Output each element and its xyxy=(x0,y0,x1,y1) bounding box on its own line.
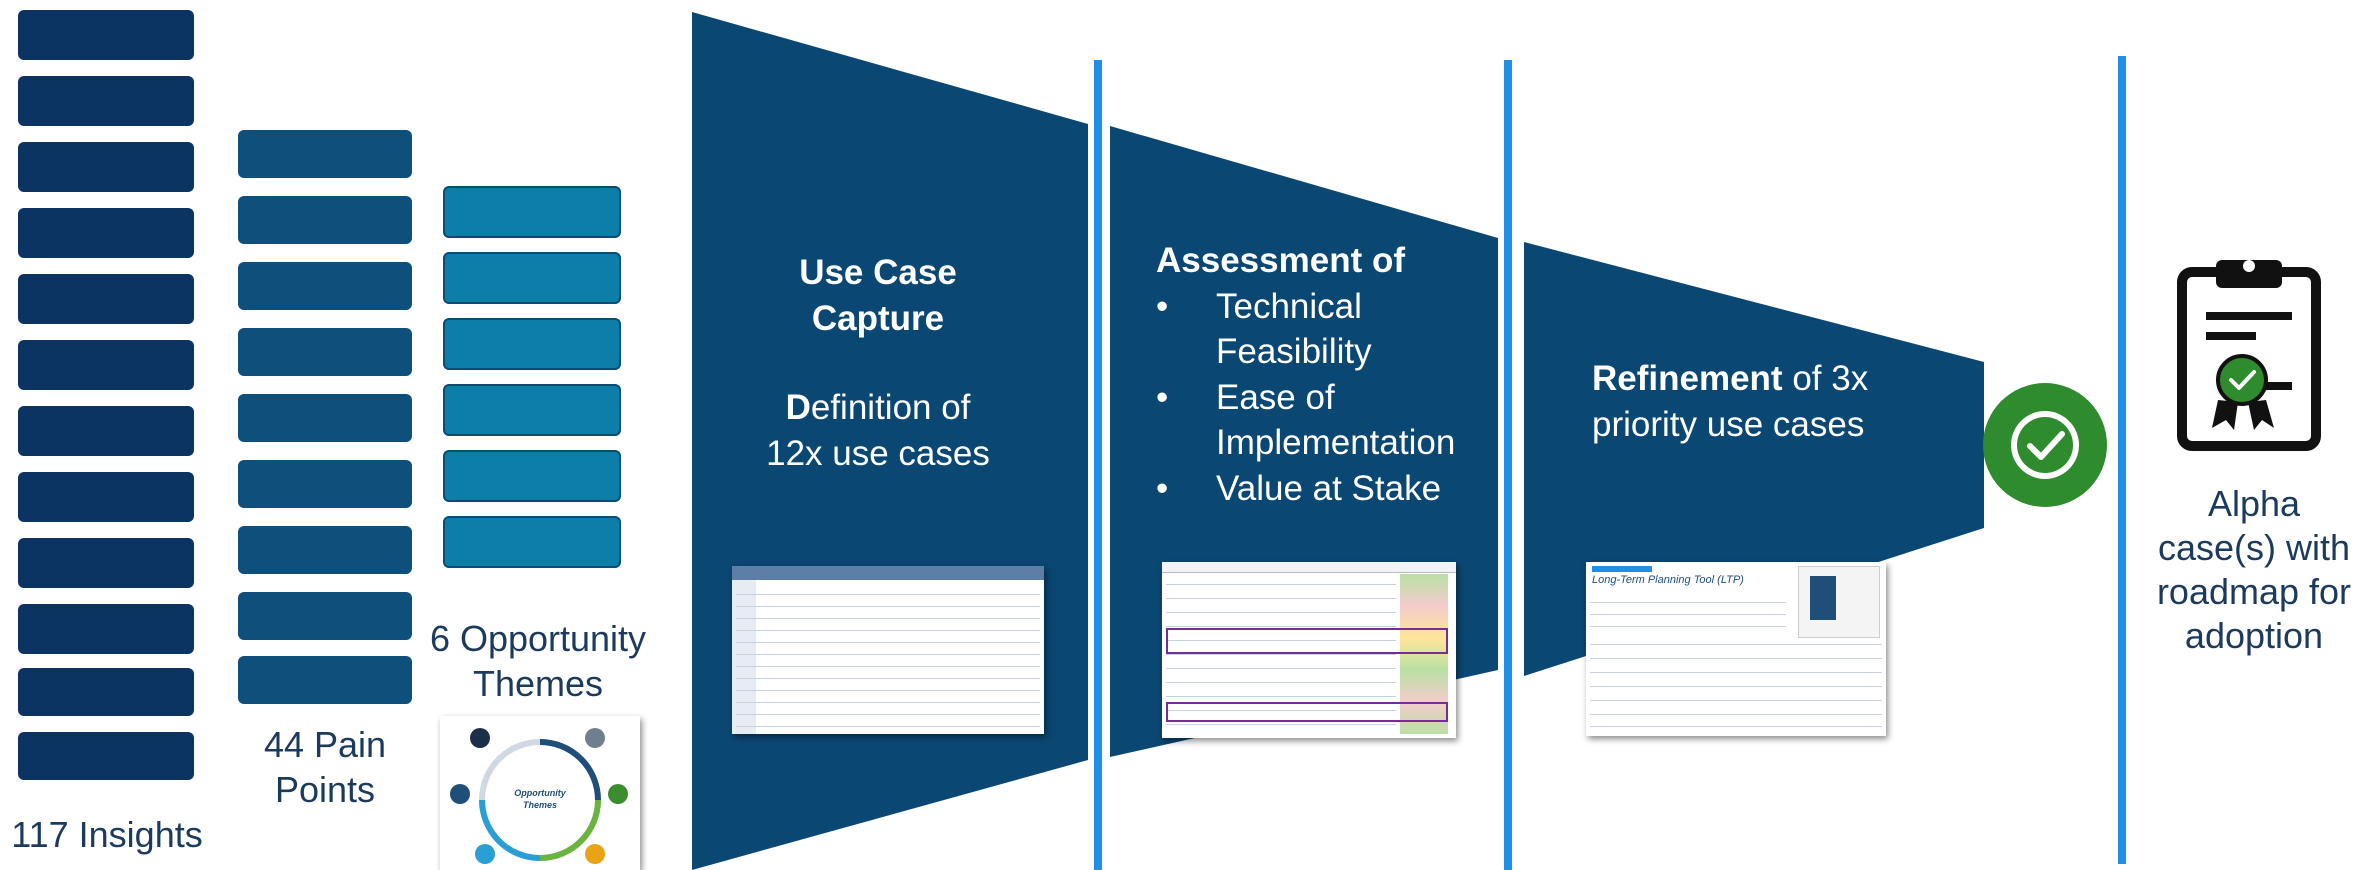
use-case-desc-line2: 12x use cases xyxy=(766,433,990,473)
ltp-thumbnail: Long-Term Planning Tool (LTP) xyxy=(1586,562,1886,736)
svg-text:Themes: Themes xyxy=(523,800,557,810)
insights-label: 117 Insights xyxy=(11,814,203,855)
insight-bar xyxy=(18,208,194,258)
stage-divider xyxy=(1094,60,1102,870)
insight-bar xyxy=(18,274,194,324)
insight-bar xyxy=(18,76,194,126)
use-case-table-thumbnail xyxy=(732,566,1044,734)
assessment-criterion: Ease of Implementation xyxy=(1156,375,1496,466)
use-case-desc-line1: Definition of xyxy=(785,388,971,427)
themes-cycle-graphic: Opportunity Themes xyxy=(450,728,628,864)
pain-point-bar xyxy=(238,196,412,244)
theme-bar xyxy=(443,318,621,370)
insight-bar xyxy=(18,538,194,588)
insight-bar xyxy=(18,142,194,192)
themes-label: 6 Opportunity Themes xyxy=(429,618,647,704)
assessment-rating-thumbnail xyxy=(1162,562,1456,738)
refinement-line2: priority use cases xyxy=(1592,404,1865,444)
pain-point-bar xyxy=(238,262,412,310)
pain-point-bar xyxy=(238,460,412,508)
check-badge-icon xyxy=(1983,383,2107,507)
theme-bar xyxy=(443,516,621,568)
use-case-title-line2: Capture xyxy=(811,298,945,338)
assessment-title: Assessment of xyxy=(1156,241,1405,280)
pain-points-label: 44 Pain Points xyxy=(263,724,387,810)
use-case-title-line1: Use Case xyxy=(799,253,957,292)
pain-point-bar xyxy=(238,526,412,574)
insight-bar xyxy=(18,604,194,654)
insight-bar xyxy=(18,732,194,780)
assessment-text: Assessment of Technical Feasibility Ease… xyxy=(1156,238,1496,511)
theme-bar xyxy=(443,186,621,238)
assessment-criteria-list: Technical Feasibility Ease of Implementa… xyxy=(1156,284,1496,512)
opportunity-themes-thumbnail: Opportunity Themes xyxy=(440,716,640,870)
insight-bar xyxy=(18,340,194,390)
theme-bar xyxy=(443,252,621,304)
assessment-criterion: Value at Stake xyxy=(1156,466,1496,512)
pain-point-bar xyxy=(238,394,412,442)
stage-divider xyxy=(2118,56,2126,864)
insight-bar xyxy=(18,10,194,60)
refinement-line1: Refinement of 3x xyxy=(1592,359,1869,398)
pain-point-bar xyxy=(238,328,412,376)
theme-bar xyxy=(443,384,621,436)
assessment-criterion: Technical Feasibility xyxy=(1156,284,1496,375)
ltp-title: Long-Term Planning Tool (LTP) xyxy=(1592,574,1744,586)
insight-bar xyxy=(18,668,194,716)
insight-bar xyxy=(18,406,194,456)
use-case-capture-text: Use Case Capture Definition of 12x use c… xyxy=(718,250,1038,476)
svg-text:Opportunity: Opportunity xyxy=(514,788,566,798)
pain-point-bar xyxy=(238,130,412,178)
outcome-text: Alpha case(s) with roadmap for adoption xyxy=(2156,483,2352,656)
refinement-text: Refinement of 3x priority use cases xyxy=(1592,356,1952,447)
insight-bar xyxy=(18,472,194,522)
theme-bar xyxy=(443,450,621,502)
pain-point-bar xyxy=(238,656,412,704)
stage-divider xyxy=(1504,60,1512,870)
clipboard-certificate-icon xyxy=(2177,260,2321,451)
pain-point-bar xyxy=(238,592,412,640)
